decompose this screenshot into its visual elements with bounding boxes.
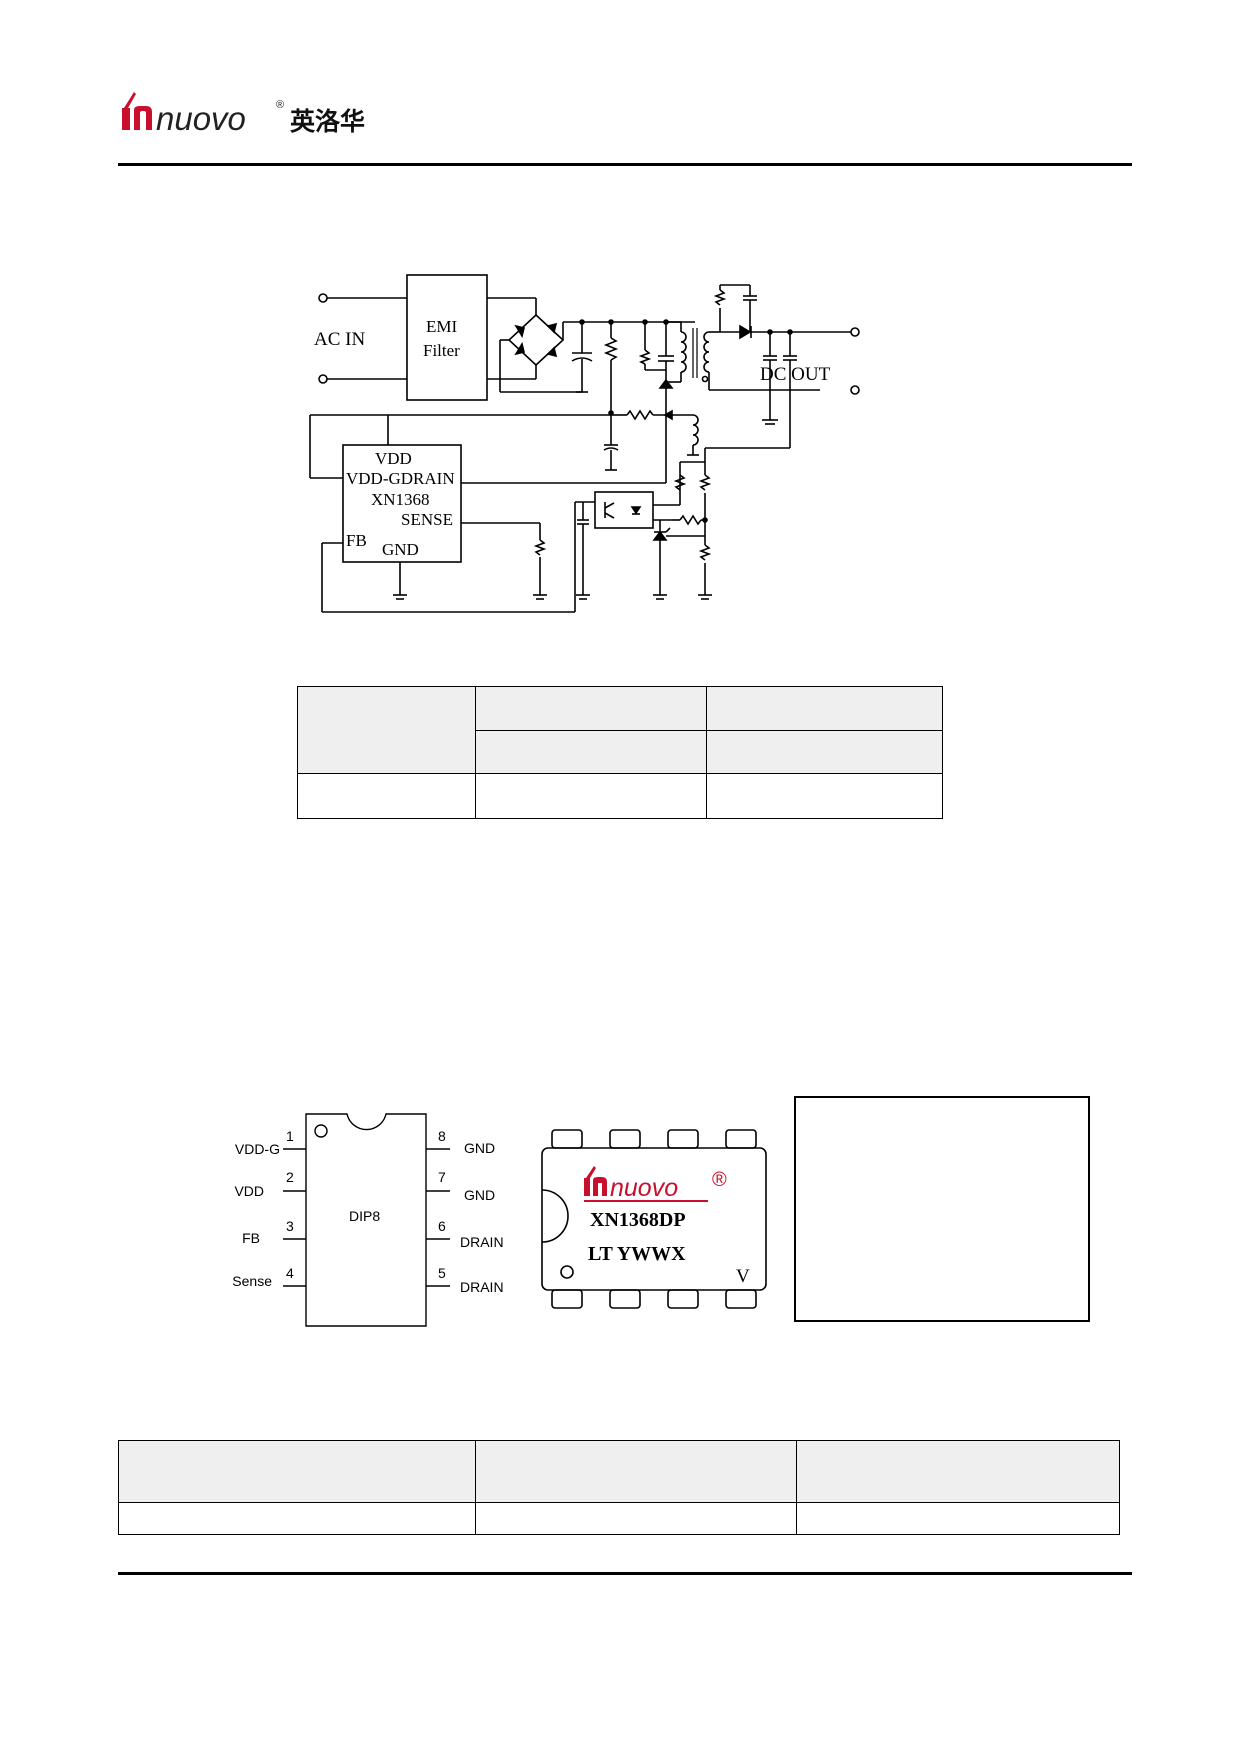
pin-label: GND (464, 1187, 496, 1203)
bridge-rectifier (507, 313, 565, 367)
logo-text: nuovo (156, 100, 246, 137)
table-header-cell (706, 686, 943, 731)
package-logo-mark (584, 1166, 607, 1196)
pin-label: DRAIN (460, 1279, 504, 1295)
package-body (541, 1147, 767, 1291)
dip8-pinout-diagram: DIP8 1 2 3 4 VDD-G VDD FB Sense 8 7 6 5 (210, 1100, 470, 1336)
dip8-body (305, 1113, 427, 1327)
table-header-cell (297, 686, 476, 774)
optocoupler (594, 491, 654, 529)
pin-label: VDD-G (235, 1141, 280, 1157)
ic-drain-label: VDD-GDRAIN (346, 469, 455, 488)
table-cell (474, 1502, 798, 1535)
table-cell (796, 1502, 1120, 1535)
ac-in-label: AC IN (314, 329, 365, 350)
pin-number: 1 (286, 1128, 294, 1144)
ordering-info-table (118, 1440, 1120, 1535)
ic-gnd-label: GND (382, 540, 419, 559)
filter-label: Filter (423, 341, 460, 360)
pin-number: 5 (438, 1265, 446, 1281)
table-cell (474, 773, 708, 819)
pin-number: 7 (438, 1169, 446, 1185)
header-rule (118, 163, 1132, 166)
table-cell (297, 773, 476, 819)
ic-vdd-label: VDD (375, 449, 412, 468)
ic-part-label: XN1368 (371, 490, 430, 509)
table-cell (706, 773, 943, 819)
package-corner-mark: V (736, 1266, 750, 1287)
ic-sense-label: SENSE (401, 510, 453, 529)
pin-label: GND (464, 1140, 496, 1156)
table-header-cell (474, 686, 708, 731)
pin-label: FB (242, 1230, 260, 1246)
package-marking-drawing: nuovo ® XN1368DP LT YWWX V (540, 1128, 770, 1328)
marking-notes-box (794, 1096, 1090, 1322)
dc-out-label: DC OUT (760, 364, 831, 385)
pin-number: 2 (286, 1169, 294, 1185)
package-label: DIP8 (349, 1208, 380, 1224)
pin-label: Sense (232, 1273, 272, 1289)
ic-fb-label: FB (346, 531, 367, 550)
ac-terminal (318, 374, 328, 384)
package-part-number: XN1368DP (590, 1209, 686, 1231)
table-header-cell (796, 1440, 1120, 1503)
logo-mark (122, 92, 152, 130)
output-power-table (297, 686, 943, 819)
pin-number: 6 (438, 1218, 446, 1234)
ac-terminal (318, 293, 328, 303)
package-registered-mark: ® (712, 1169, 727, 1191)
application-circuit-diagram: AC IN EMI Filter (300, 270, 940, 630)
package-date-code: LT YWWX (588, 1243, 686, 1265)
footer-rule (118, 1572, 1132, 1575)
logo-chinese: 英洛华 (290, 107, 365, 136)
pin-number: 4 (286, 1265, 294, 1281)
pin-number: 3 (286, 1218, 294, 1234)
emi-filter-block (406, 274, 488, 401)
company-logo: nuovo ® 英洛华 (122, 88, 422, 138)
emi-label: EMI (426, 317, 458, 336)
package-logo-text: nuovo (610, 1174, 678, 1202)
table-header-cell (474, 1440, 798, 1503)
table-header-cell (118, 1440, 476, 1503)
table-header-cell (474, 730, 708, 774)
pin-label: DRAIN (460, 1234, 504, 1250)
pin-label: VDD (234, 1183, 264, 1199)
table-header-cell (706, 730, 943, 774)
controller-ic (342, 444, 462, 563)
pin-number: 8 (438, 1128, 446, 1144)
registered-mark: ® (276, 99, 284, 111)
table-cell (118, 1502, 476, 1535)
